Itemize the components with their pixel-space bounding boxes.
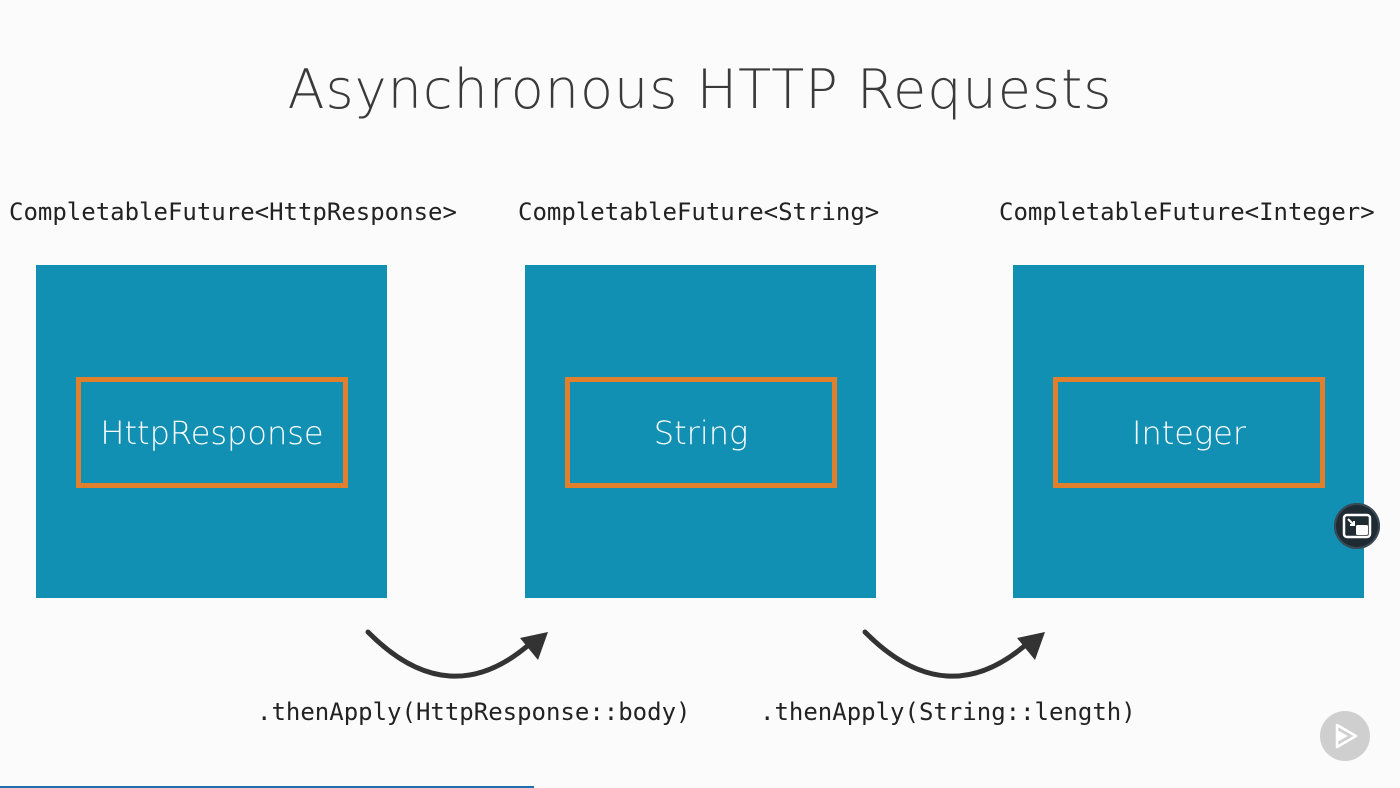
transition-arrow-1-icon <box>365 629 548 679</box>
stage-inner-integer: Integer <box>1053 377 1325 488</box>
picture-in-picture-icon <box>1342 513 1372 539</box>
play-icon <box>1335 723 1358 749</box>
video-progress-bar[interactable] <box>0 786 534 788</box>
slide-title: Asynchronous HTTP Requests <box>287 58 1113 121</box>
stage-type-label-integer: CompletableFuture<Integer> <box>999 198 1375 226</box>
stage-type-label-string: CompletableFuture<String> <box>518 198 880 226</box>
stage-inner-httpresponse: HttpResponse <box>76 377 348 488</box>
stage-box-integer: Integer <box>1013 265 1364 598</box>
play-button[interactable] <box>1320 711 1370 761</box>
stage-box-httpresponse: HttpResponse <box>36 265 387 598</box>
pip-button[interactable] <box>1334 503 1380 549</box>
transition-label-body: .thenApply(HttpResponse::body) <box>257 698 691 726</box>
transition-arrow-2-icon <box>862 629 1045 679</box>
transition-label-length: .thenApply(String::length) <box>760 698 1136 726</box>
stage-type-label-httpresponse: CompletableFuture<HttpResponse> <box>9 198 457 226</box>
stage-box-string: String <box>525 265 876 598</box>
stage-inner-string: String <box>565 377 837 488</box>
